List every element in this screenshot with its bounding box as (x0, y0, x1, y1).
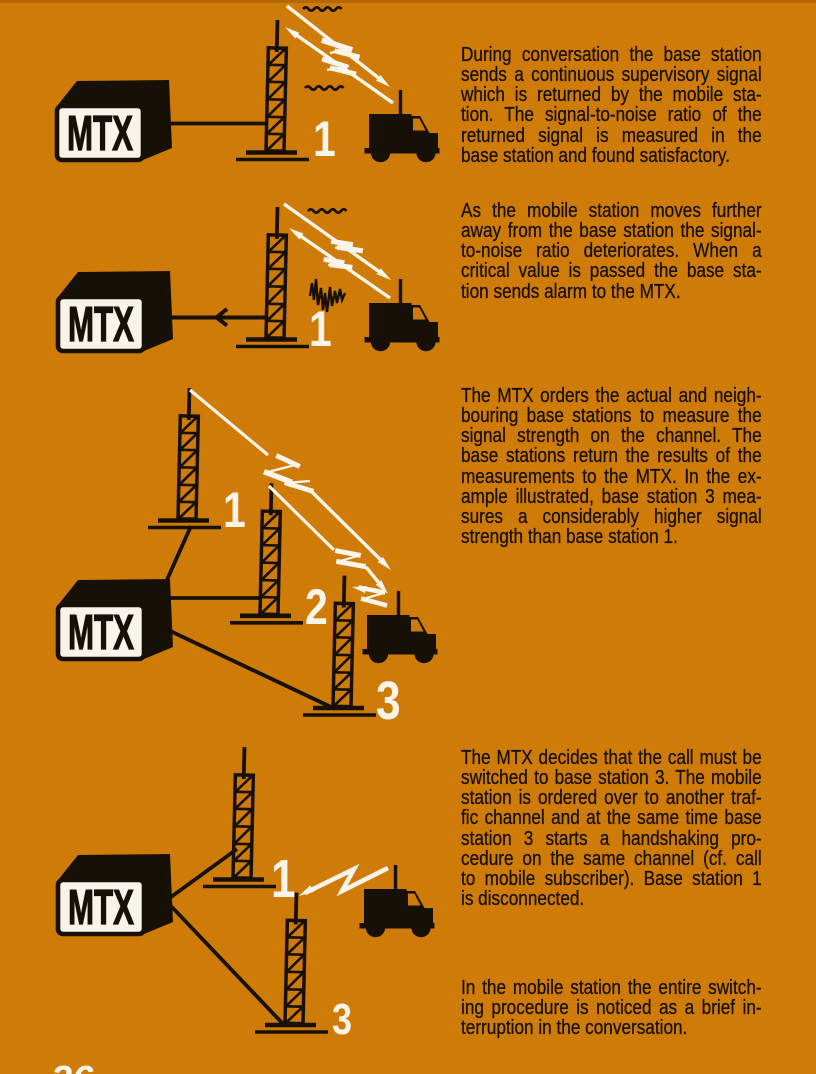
svg-text:MTX: MTX (68, 881, 134, 935)
svg-text:1: 1 (313, 111, 336, 167)
svg-text:1: 1 (271, 849, 296, 909)
svg-text:MTX: MTX (68, 606, 134, 660)
svg-text:MTX: MTX (67, 107, 133, 161)
svg-text:2: 2 (305, 579, 328, 635)
svg-text:1: 1 (309, 301, 332, 357)
svg-text:3: 3 (376, 671, 401, 731)
svg-text:MTX: MTX (68, 298, 134, 352)
svg-text:3: 3 (332, 995, 352, 1044)
svg-text:1: 1 (223, 482, 246, 538)
svg-text:36: 36 (51, 1059, 94, 1074)
